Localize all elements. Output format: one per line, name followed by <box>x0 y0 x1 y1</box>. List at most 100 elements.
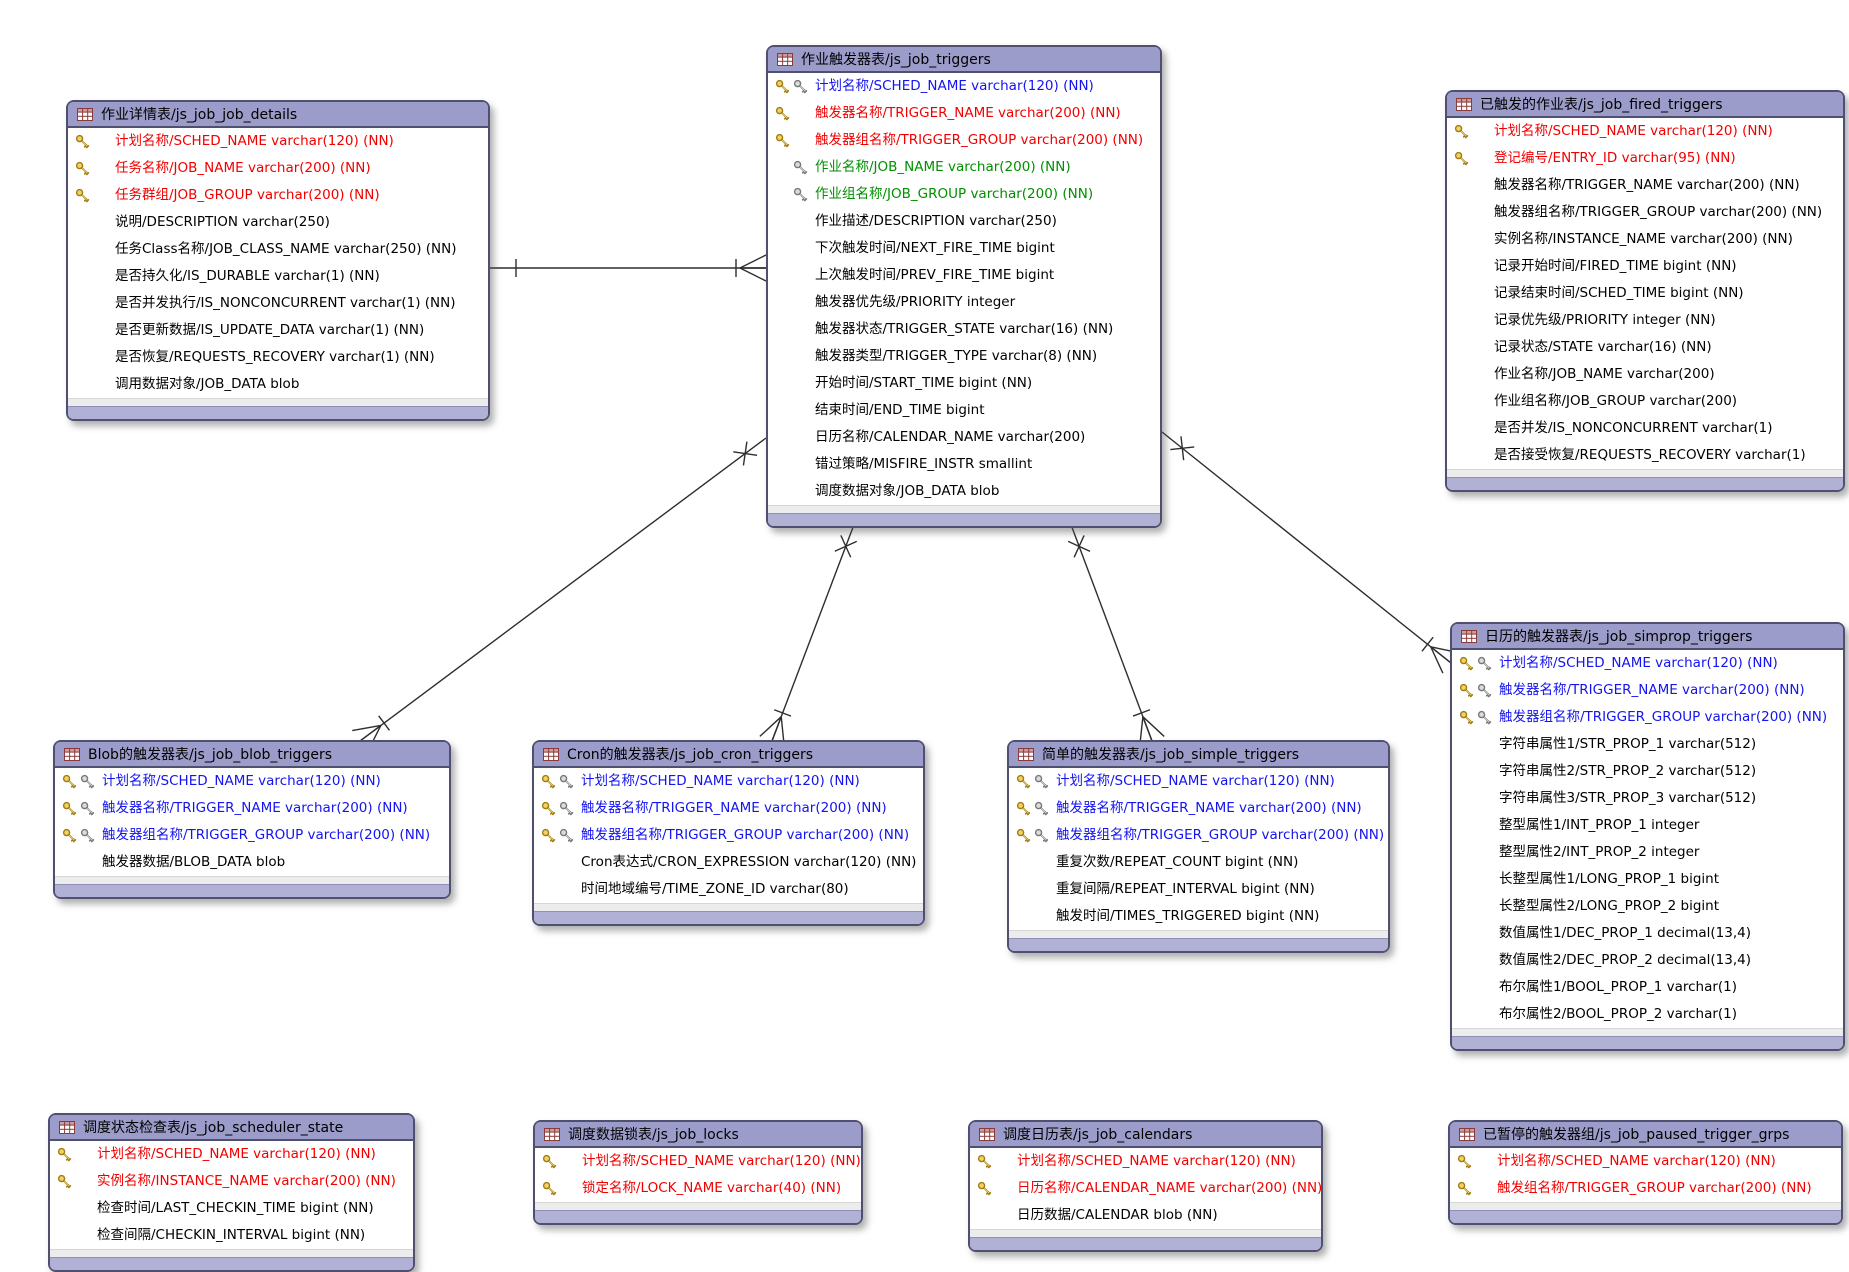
field-row[interactable]: 触发器组名称/TRIGGER_GROUP varchar(200) (NN) <box>534 822 923 849</box>
field-row[interactable]: 下次触发时间/NEXT_FIRE_TIME bigint <box>768 235 1160 262</box>
field-row[interactable]: 数值属性2/DEC_PROP_2 decimal(13,4) <box>1452 947 1843 974</box>
field-row[interactable]: 是否持久化/IS_DURABLE varchar(1) (NN) <box>68 263 488 290</box>
table-header[interactable]: 已触发的作业表/js_job_fired_triggers <box>1447 92 1843 118</box>
field-row[interactable]: 重复间隔/REPEAT_INTERVAL bigint (NN) <box>1009 876 1388 903</box>
field-row[interactable]: 锁定名称/LOCK_NAME varchar(40) (NN) <box>535 1175 861 1202</box>
field-row[interactable]: 整型属性1/INT_PROP_1 integer <box>1452 812 1843 839</box>
table-header[interactable]: 调度状态检查表/js_job_scheduler_state <box>50 1115 413 1141</box>
field-row[interactable]: 作业组名称/JOB_GROUP varchar(200) (NN) <box>768 181 1160 208</box>
field-row[interactable]: 计划名称/SCHED_NAME varchar(120) (NN) <box>1447 118 1843 145</box>
field-row[interactable]: 时间地域编号/TIME_ZONE_ID varchar(80) <box>534 876 923 903</box>
field-row[interactable]: 触发器名称/TRIGGER_NAME varchar(200) (NN) <box>55 795 449 822</box>
field-row[interactable]: 计划名称/SCHED_NAME varchar(120) (NN) <box>768 73 1160 100</box>
field-row[interactable]: 触发器状态/TRIGGER_STATE varchar(16) (NN) <box>768 316 1160 343</box>
field-row[interactable]: 作业名称/JOB_NAME varchar(200) (NN) <box>768 154 1160 181</box>
field-row[interactable]: 检查间隔/CHECKIN_INTERVAL bigint (NN) <box>50 1222 413 1249</box>
field-row[interactable]: 日历名称/CALENDAR_NAME varchar(200) <box>768 424 1160 451</box>
table-header[interactable]: 简单的触发器表/js_job_simple_triggers <box>1009 742 1388 768</box>
field-row[interactable]: 触发时间/TIMES_TRIGGERED bigint (NN) <box>1009 903 1388 930</box>
field-row[interactable]: 数值属性1/DEC_PROP_1 decimal(13,4) <box>1452 920 1843 947</box>
field-row[interactable]: 布尔属性1/BOOL_PROP_1 varchar(1) <box>1452 974 1843 1001</box>
field-row[interactable]: 结束时间/END_TIME bigint <box>768 397 1160 424</box>
field-row[interactable]: 整型属性2/INT_PROP_2 integer <box>1452 839 1843 866</box>
field-row[interactable]: 实例名称/INSTANCE_NAME varchar(200) (NN) <box>1447 226 1843 253</box>
field-row[interactable]: 触发器组名称/TRIGGER_GROUP varchar(200) (NN) <box>1447 199 1843 226</box>
field-row[interactable]: 计划名称/SCHED_NAME varchar(120) (NN) <box>68 128 488 155</box>
field-row[interactable]: 计划名称/SCHED_NAME varchar(120) (NN) <box>970 1148 1321 1175</box>
field-row[interactable]: 布尔属性2/BOOL_PROP_2 varchar(1) <box>1452 1001 1843 1028</box>
field-row[interactable]: 记录开始时间/FIRED_TIME bigint (NN) <box>1447 253 1843 280</box>
field-row[interactable]: 上次触发时间/PREV_FIRE_TIME bigint <box>768 262 1160 289</box>
field-row[interactable]: 是否并发执行/IS_NONCONCURRENT varchar(1) (NN) <box>68 290 488 317</box>
field-row[interactable]: 计划名称/SCHED_NAME varchar(120) (NN) <box>55 768 449 795</box>
field-row[interactable]: 是否更新数据/IS_UPDATE_DATA varchar(1) (NN) <box>68 317 488 344</box>
field-row[interactable]: 检查时间/LAST_CHECKIN_TIME bigint (NN) <box>50 1195 413 1222</box>
field-row[interactable]: 字符串属性1/STR_PROP_1 varchar(512) <box>1452 731 1843 758</box>
field-row[interactable]: 触发器名称/TRIGGER_NAME varchar(200) (NN) <box>1452 677 1843 704</box>
table-header[interactable]: 日历的触发器表/js_job_simprop_triggers <box>1452 624 1843 650</box>
field-row[interactable]: 任务Class名称/JOB_CLASS_NAME varchar(250) (N… <box>68 236 488 263</box>
table-header[interactable]: Cron的触发器表/js_job_cron_triggers <box>534 742 923 768</box>
field-row[interactable]: 任务名称/JOB_NAME varchar(200) (NN) <box>68 155 488 182</box>
field-row[interactable]: 记录优先级/PRIORITY integer (NN) <box>1447 307 1843 334</box>
table-header[interactable]: Blob的触发器表/js_job_blob_triggers <box>55 742 449 768</box>
field-row[interactable]: 作业组名称/JOB_GROUP varchar(200) <box>1447 388 1843 415</box>
field-row[interactable]: 计划名称/SCHED_NAME varchar(120) (NN) <box>535 1148 861 1175</box>
field-row[interactable]: 开始时间/START_TIME bigint (NN) <box>768 370 1160 397</box>
field-row[interactable]: 字符串属性2/STR_PROP_2 varchar(512) <box>1452 758 1843 785</box>
table-header[interactable]: 作业触发器表/js_job_triggers <box>768 47 1160 73</box>
field-row[interactable]: 登记编号/ENTRY_ID varchar(95) (NN) <box>1447 145 1843 172</box>
field-row[interactable]: 实例名称/INSTANCE_NAME varchar(200) (NN) <box>50 1168 413 1195</box>
field-row[interactable]: 作业名称/JOB_NAME varchar(200) <box>1447 361 1843 388</box>
table-header[interactable]: 调度日历表/js_job_calendars <box>970 1122 1321 1148</box>
field-row[interactable]: 日历数据/CALENDAR blob (NN) <box>970 1202 1321 1229</box>
field-row[interactable]: 错过策略/MISFIRE_INSTR smallint <box>768 451 1160 478</box>
field-row[interactable]: 触发器组名称/TRIGGER_GROUP varchar(200) (NN) <box>1452 704 1843 731</box>
field-row[interactable]: 计划名称/SCHED_NAME varchar(120) (NN) <box>1452 650 1843 677</box>
field-row[interactable]: 触发器组名称/TRIGGER_GROUP varchar(200) (NN) <box>768 127 1160 154</box>
field-row[interactable]: 触发器数据/BLOB_DATA blob <box>55 849 449 876</box>
field-row[interactable]: 触发组名称/TRIGGER_GROUP varchar(200) (NN) <box>1450 1175 1841 1202</box>
field-row[interactable]: 调度数据对象/JOB_DATA blob <box>768 478 1160 505</box>
field-row[interactable]: 触发器组名称/TRIGGER_GROUP varchar(200) (NN) <box>55 822 449 849</box>
table-header[interactable]: 作业详情表/js_job_job_details <box>68 102 488 128</box>
field-row[interactable]: 字符串属性3/STR_PROP_3 varchar(512) <box>1452 785 1843 812</box>
field-row[interactable]: 计划名称/SCHED_NAME varchar(120) (NN) <box>50 1141 413 1168</box>
field-row[interactable]: 是否恢复/REQUESTS_RECOVERY varchar(1) (NN) <box>68 344 488 371</box>
field-row[interactable]: 触发器名称/TRIGGER_NAME varchar(200) (NN) <box>534 795 923 822</box>
field-row[interactable]: 记录状态/STATE varchar(16) (NN) <box>1447 334 1843 361</box>
field-row[interactable]: 计划名称/SCHED_NAME varchar(120) (NN) <box>1450 1148 1841 1175</box>
field-row[interactable]: Cron表达式/CRON_EXPRESSION varchar(120) (NN… <box>534 849 923 876</box>
field-row[interactable]: 计划名称/SCHED_NAME varchar(120) (NN) <box>534 768 923 795</box>
field-row[interactable]: 是否并发/IS_NONCONCURRENT varchar(1) <box>1447 415 1843 442</box>
field-row[interactable]: 长整型属性2/LONG_PROP_2 bigint <box>1452 893 1843 920</box>
field-row[interactable]: 触发器名称/TRIGGER_NAME varchar(200) (NN) <box>1009 795 1388 822</box>
field-row[interactable]: 说明/DESCRIPTION varchar(250) <box>68 209 488 236</box>
field-row[interactable]: 是否接受恢复/REQUESTS_RECOVERY varchar(1) <box>1447 442 1843 469</box>
field-row[interactable]: 记录结束时间/SCHED_TIME bigint (NN) <box>1447 280 1843 307</box>
field-row[interactable]: 长整型属性1/LONG_PROP_1 bigint <box>1452 866 1843 893</box>
field-row[interactable]: 任务群组/JOB_GROUP varchar(200) (NN) <box>68 182 488 209</box>
field-row[interactable]: 日历名称/CALENDAR_NAME varchar(200) (NN) <box>970 1175 1322 1202</box>
field-row[interactable]: 调用数据对象/JOB_DATA blob <box>68 371 488 398</box>
field-row[interactable]: 计划名称/SCHED_NAME varchar(120) (NN) <box>1009 768 1388 795</box>
field-row[interactable]: 重复次数/REPEAT_COUNT bigint (NN) <box>1009 849 1388 876</box>
field-row[interactable]: 触发器类型/TRIGGER_TYPE varchar(8) (NN) <box>768 343 1160 370</box>
table-header[interactable]: 已暂停的触发器组/js_job_paused_trigger_grps <box>1450 1122 1841 1148</box>
field-row[interactable]: 作业描述/DESCRIPTION varchar(250) <box>768 208 1160 235</box>
table-header[interactable]: 调度数据锁表/js_job_locks <box>535 1122 861 1148</box>
field-row[interactable]: 触发器名称/TRIGGER_NAME varchar(200) (NN) <box>1447 172 1843 199</box>
field-row[interactable]: 触发器名称/TRIGGER_NAME varchar(200) (NN) <box>768 100 1160 127</box>
